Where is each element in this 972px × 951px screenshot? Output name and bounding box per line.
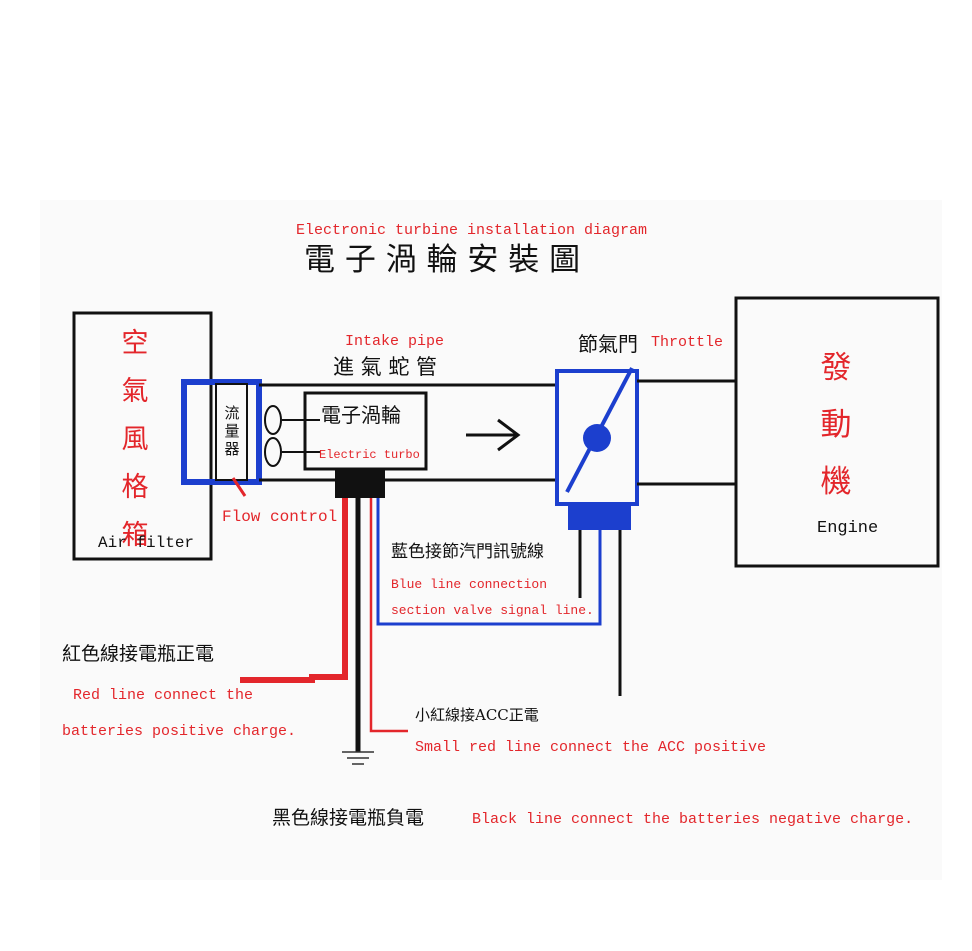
red-line-english-label-1: Red line connect the xyxy=(73,687,254,704)
engine-char: 發 xyxy=(820,350,852,386)
blue-line-english-label-2: section valve signal line. xyxy=(391,603,594,618)
flow-meter-box xyxy=(181,379,262,485)
red-line-chinese-label: 紅色線接電瓶正電 xyxy=(62,643,215,665)
turbo-english-label: Electric turbo xyxy=(319,448,420,462)
engine-english-label: Engine xyxy=(817,519,879,538)
flow-meter-red-lead xyxy=(231,477,247,497)
throttle-connector xyxy=(568,504,631,530)
engine-box xyxy=(734,296,940,568)
flow-meter-char: 流 xyxy=(224,404,240,422)
engine-chinese-label: 發 動 機 xyxy=(816,340,856,511)
throttle-chinese-label: 節氣門 xyxy=(578,332,638,356)
throttle-english-label: Throttle xyxy=(651,334,724,351)
air-filter-char: 風 xyxy=(121,424,149,455)
turbo-chinese-label: 電子渦輪 xyxy=(321,403,401,427)
intake-pipe-chinese-label: 進 氣 蛇 管 xyxy=(333,355,438,379)
flow-meter-char: 器 xyxy=(224,440,240,458)
air-filter-chinese-label: 空 氣 風 格 箱 xyxy=(118,320,152,560)
blue-signal-wire xyxy=(376,498,602,626)
small-red-acc-wire xyxy=(369,498,408,733)
title-english: Electronic turbine installation diagram xyxy=(296,222,648,239)
flow-meter-chinese-label: 流 量 器 xyxy=(220,404,244,458)
small-red-line-english-label: Small red line connect the ACC positive xyxy=(415,739,767,756)
air-filter-char: 空 xyxy=(121,328,149,359)
fan-blade-lower xyxy=(264,437,282,467)
air-filter-char: 氣 xyxy=(121,376,149,407)
turbo-connector xyxy=(335,469,385,498)
black-line-english-label: Black line connect the batteries negativ… xyxy=(472,811,914,828)
flow-meter-inner xyxy=(215,383,248,481)
intake-pipe-english-label: Intake pipe xyxy=(345,333,445,350)
title-chinese: 電 子 渦 輪 安 裝 圖 xyxy=(304,242,581,278)
flow-arrow-head xyxy=(497,418,521,452)
engine-char: 機 xyxy=(820,464,852,500)
air-filter-box xyxy=(72,311,213,561)
flow-control-label: Flow control xyxy=(222,508,338,526)
air-filter-char: 箱 xyxy=(121,520,149,551)
flow-meter-char: 量 xyxy=(224,422,240,440)
air-filter-char: 格 xyxy=(121,472,149,503)
red-line-english-label-2: batteries positive charge. xyxy=(62,723,297,740)
throttle-shaft xyxy=(583,424,611,452)
black-line-chinese-label: 黑色線接電瓶負電 xyxy=(272,807,425,829)
fan-blade-upper xyxy=(264,405,282,435)
air-filter-english-label: Air filter xyxy=(98,534,195,552)
small-red-line-chinese-label: 小紅線接ACC正電 xyxy=(415,706,539,724)
blue-line-english-label-1: Blue line connection xyxy=(391,577,548,592)
blue-line-chinese-label: 藍色接節汽門訊號線 xyxy=(391,542,544,562)
engine-char: 動 xyxy=(820,407,852,443)
red-positive-wire xyxy=(240,498,348,683)
